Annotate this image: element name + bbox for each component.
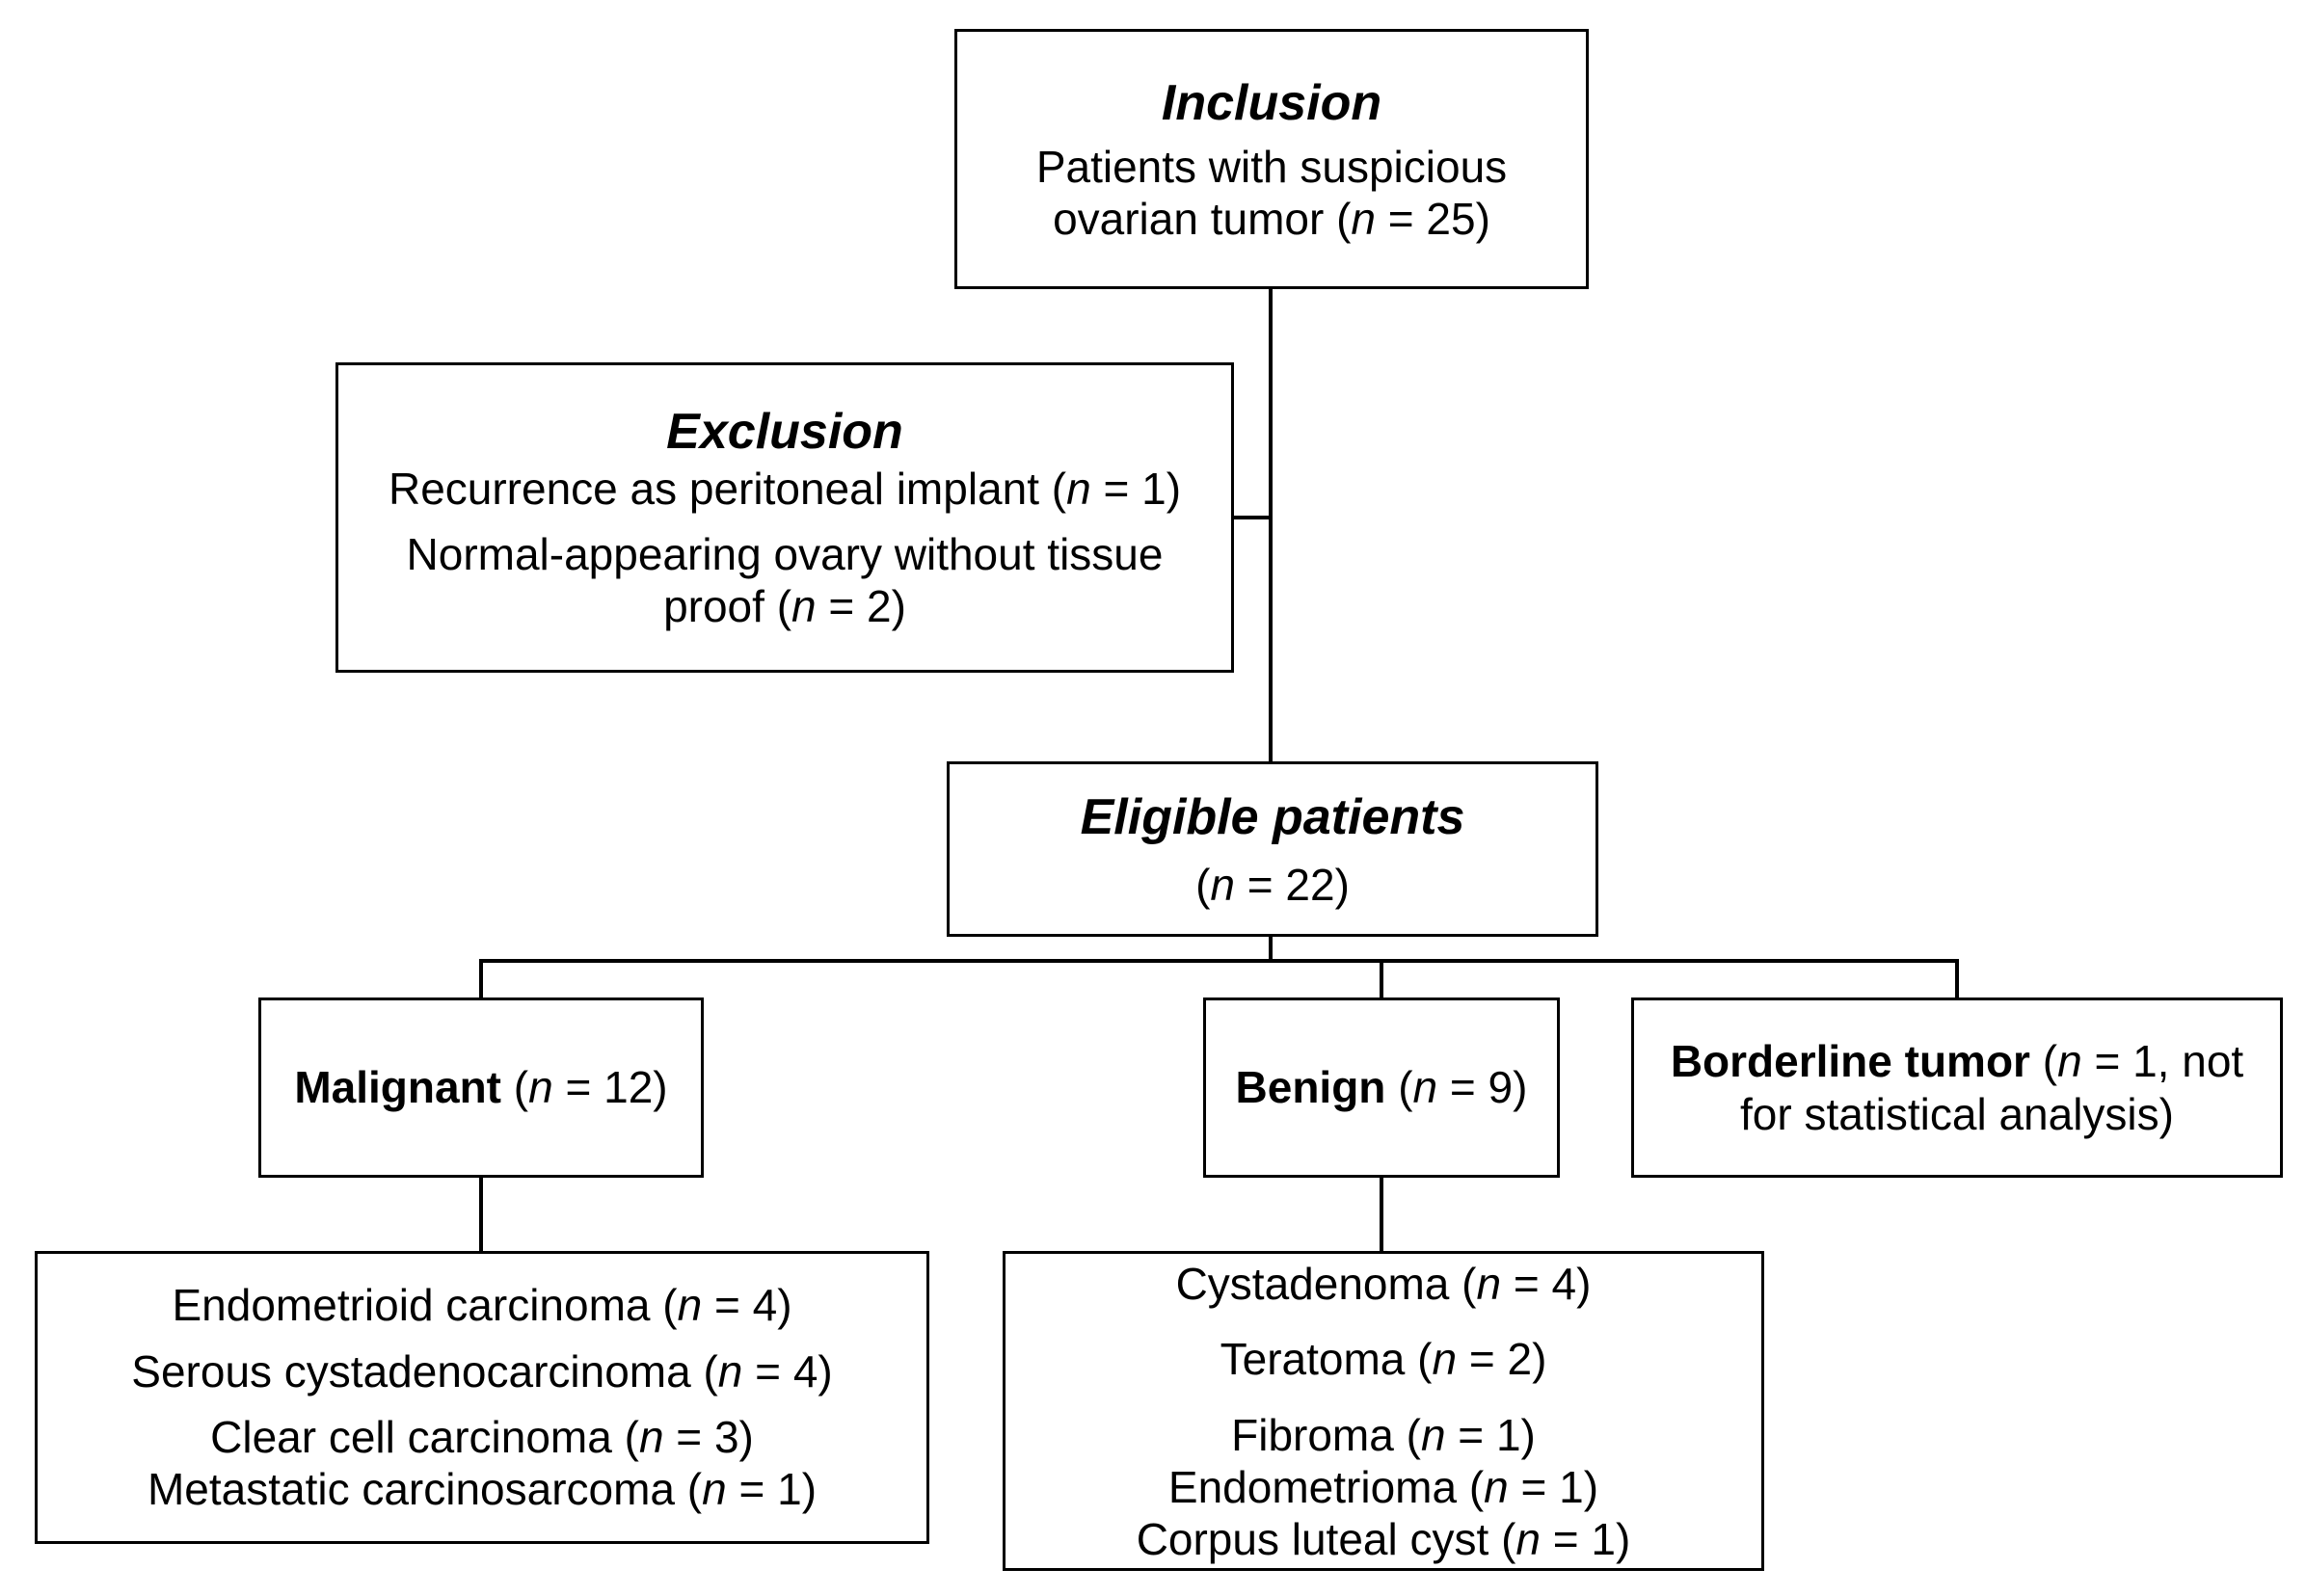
connector-to-borderline (1955, 959, 1959, 998)
connector-eligible-down (1269, 937, 1273, 961)
inclusion-box: Inclusion Patients with suspicious ovari… (954, 29, 1589, 289)
connector-horizontal-split (479, 959, 1959, 963)
benign-subtype-fibroma: Fibroma (n = 1) (1231, 1409, 1536, 1460)
exclusion-title: Exclusion (666, 404, 903, 461)
connector-malignant-to-subtypes (479, 1178, 483, 1251)
malignant-subtype-clear-cell: Clear cell carcinoma (n = 3) (210, 1412, 754, 1462)
malignant-subtype-endometrioid: Endometrioid carcinoma (n = 4) (172, 1280, 792, 1331)
borderline-line1: Borderline tumor (n = 1, not (1670, 1036, 2244, 1087)
malignant-subtype-carcinosarcoma: Metastatic carcinosarcoma (n = 1) (147, 1464, 818, 1515)
benign-subtypes-box: Cystadenoma (n = 4) Teratoma (n = 2) Fib… (1003, 1251, 1764, 1571)
connector-to-benign (1380, 959, 1383, 998)
connector-exclusion-branch (1234, 516, 1273, 519)
malignant-subtypes-box: Endometrioid carcinoma (n = 4) Serous cy… (35, 1251, 929, 1544)
benign-subtype-cystadenoma: Cystadenoma (n = 4) (1175, 1259, 1592, 1309)
inclusion-title: Inclusion (1161, 74, 1382, 131)
exclusion-item-recurrence: Recurrence as peritoneal implant (n = 1) (388, 463, 1182, 514)
benign-subtype-corpus-luteal-cyst: Corpus luteal cyst (n = 1) (1136, 1514, 1631, 1565)
inclusion-line2: ovarian tumor (n = 25) (1053, 194, 1490, 245)
benign-label: Benign (n = 9) (1235, 1062, 1528, 1113)
benign-subtype-teratoma: Teratoma (n = 2) (1220, 1334, 1547, 1385)
exclusion-box: Exclusion Recurrence as peritoneal impla… (335, 362, 1234, 673)
connector-inclusion-to-eligible (1269, 289, 1273, 761)
benign-subtype-endometrioma: Endometrioma (n = 1) (1167, 1461, 1599, 1512)
eligible-box: Eligible patients (n = 22) (947, 761, 1598, 937)
exclusion-item-normal-ovary-line2: proof (n = 2) (663, 581, 906, 632)
connector-to-malignant (479, 959, 483, 998)
malignant-label: Malignant (n = 12) (294, 1062, 668, 1113)
borderline-box: Borderline tumor (n = 1, not for statist… (1631, 998, 2283, 1178)
borderline-line2: for statistical analysis) (1740, 1088, 2174, 1139)
exclusion-item-normal-ovary-line1: Normal-appearing ovary without tissue (406, 529, 1164, 580)
eligible-count: (n = 22) (1195, 860, 1350, 911)
benign-box: Benign (n = 9) (1203, 998, 1560, 1178)
eligible-title: Eligible patients (1080, 788, 1465, 845)
connector-benign-to-subtypes (1380, 1178, 1383, 1251)
malignant-subtype-serous: Serous cystadenocarcinoma (n = 4) (131, 1345, 833, 1396)
malignant-box: Malignant (n = 12) (258, 998, 704, 1178)
inclusion-line1: Patients with suspicious (1035, 141, 1508, 192)
